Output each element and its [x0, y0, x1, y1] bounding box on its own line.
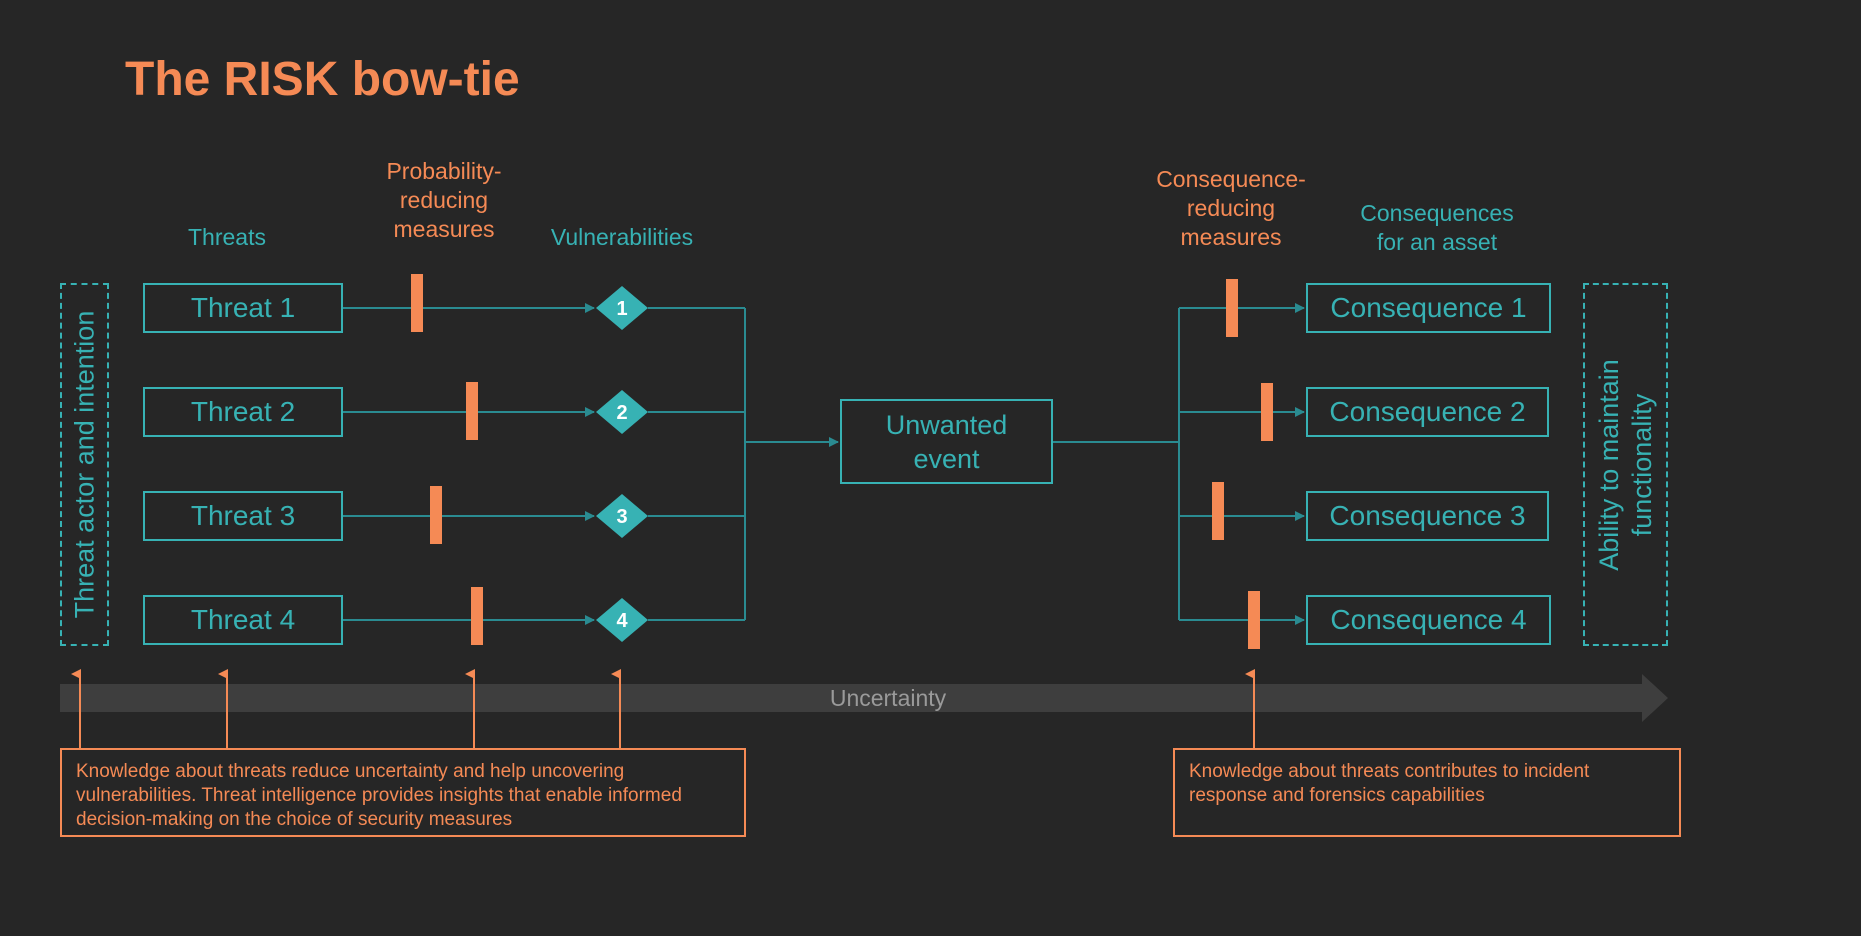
- header-threats-text: Threats: [188, 224, 266, 250]
- consequence-box-4: Consequence 4: [1306, 595, 1551, 645]
- probability-barrier-2: [466, 382, 478, 440]
- vulnerability-diamond-4: 4: [596, 598, 648, 642]
- header-probability-line3: measures: [393, 216, 495, 242]
- functionality-label-line1: Ability to maintain: [1593, 358, 1624, 571]
- header-probability-line2: reducing: [399, 187, 489, 213]
- vulnerability-diamond-1: 1: [596, 286, 648, 330]
- consequence-barrier-4: [1248, 591, 1260, 649]
- probability-barrier-4: [471, 587, 483, 645]
- header-probability-line1: Probability-: [386, 158, 502, 184]
- threat-actor-box: Threat actor and intention: [60, 283, 109, 646]
- uncertainty-label: Uncertainty: [829, 685, 947, 711]
- unwanted-event-line1: Unwanted: [885, 409, 1008, 440]
- header-vulnerabilities-text: Vulnerabilities: [550, 224, 694, 250]
- consequence-box-1: Consequence 1: [1306, 283, 1551, 333]
- vulnerability-diamond-3: 3: [596, 494, 648, 538]
- note-left: Knowledge about threats reduce uncertain…: [60, 748, 746, 837]
- header-probability-measures: Probability- reducing measures: [354, 157, 534, 244]
- threat-actor-label: Threat actor and intention: [69, 310, 100, 619]
- header-vulnerabilities: Vulnerabilities: [532, 223, 712, 252]
- vulnerability-label-4: 4: [616, 610, 628, 632]
- probability-barrier-3: [430, 486, 442, 544]
- unwanted-event-box: Unwanted event: [840, 399, 1053, 484]
- consequence-barrier-1: [1226, 279, 1238, 337]
- threat-box-1: Threat 1: [143, 283, 343, 333]
- consequence-box-2: Consequence 2: [1306, 387, 1549, 437]
- header-consequence-measures-line3: measures: [1180, 224, 1282, 250]
- consequence-barrier-3: [1212, 482, 1224, 540]
- threat-box-3: Threat 3: [143, 491, 343, 541]
- note-right: Knowledge about threats contributes to i…: [1173, 748, 1681, 837]
- header-consequences: Consequences for an asset: [1327, 199, 1547, 257]
- header-consequence-measures: Consequence- reducing measures: [1131, 165, 1331, 252]
- functionality-label-line2: functionality: [1626, 393, 1657, 536]
- header-consequences-line2: for an asset: [1376, 229, 1498, 255]
- header-consequence-measures-line2: reducing: [1186, 195, 1276, 221]
- header-consequences-line1: Consequences: [1360, 200, 1514, 226]
- vulnerability-label-3: 3: [616, 506, 627, 528]
- header-threats: Threats: [147, 223, 307, 252]
- consequence-box-3: Consequence 3: [1306, 491, 1549, 541]
- header-consequence-measures-line1: Consequence-: [1156, 166, 1306, 192]
- functionality-label: Ability to maintain functionality: [1593, 359, 1659, 571]
- threat-box-4: Threat 4: [143, 595, 343, 645]
- threat-box-2: Threat 2: [143, 387, 343, 437]
- vulnerability-diamond-2: 2: [596, 390, 648, 434]
- page-title: The RISK bow-tie: [125, 53, 520, 106]
- unwanted-event-line2: event: [913, 443, 980, 474]
- vulnerability-label-2: 2: [616, 402, 627, 424]
- functionality-box: Ability to maintain functionality: [1583, 283, 1668, 646]
- uncertainty-arrow: [60, 674, 1668, 722]
- vulnerability-label-1: 1: [616, 298, 627, 320]
- consequence-barrier-2: [1261, 383, 1273, 441]
- probability-barrier-1: [411, 274, 423, 332]
